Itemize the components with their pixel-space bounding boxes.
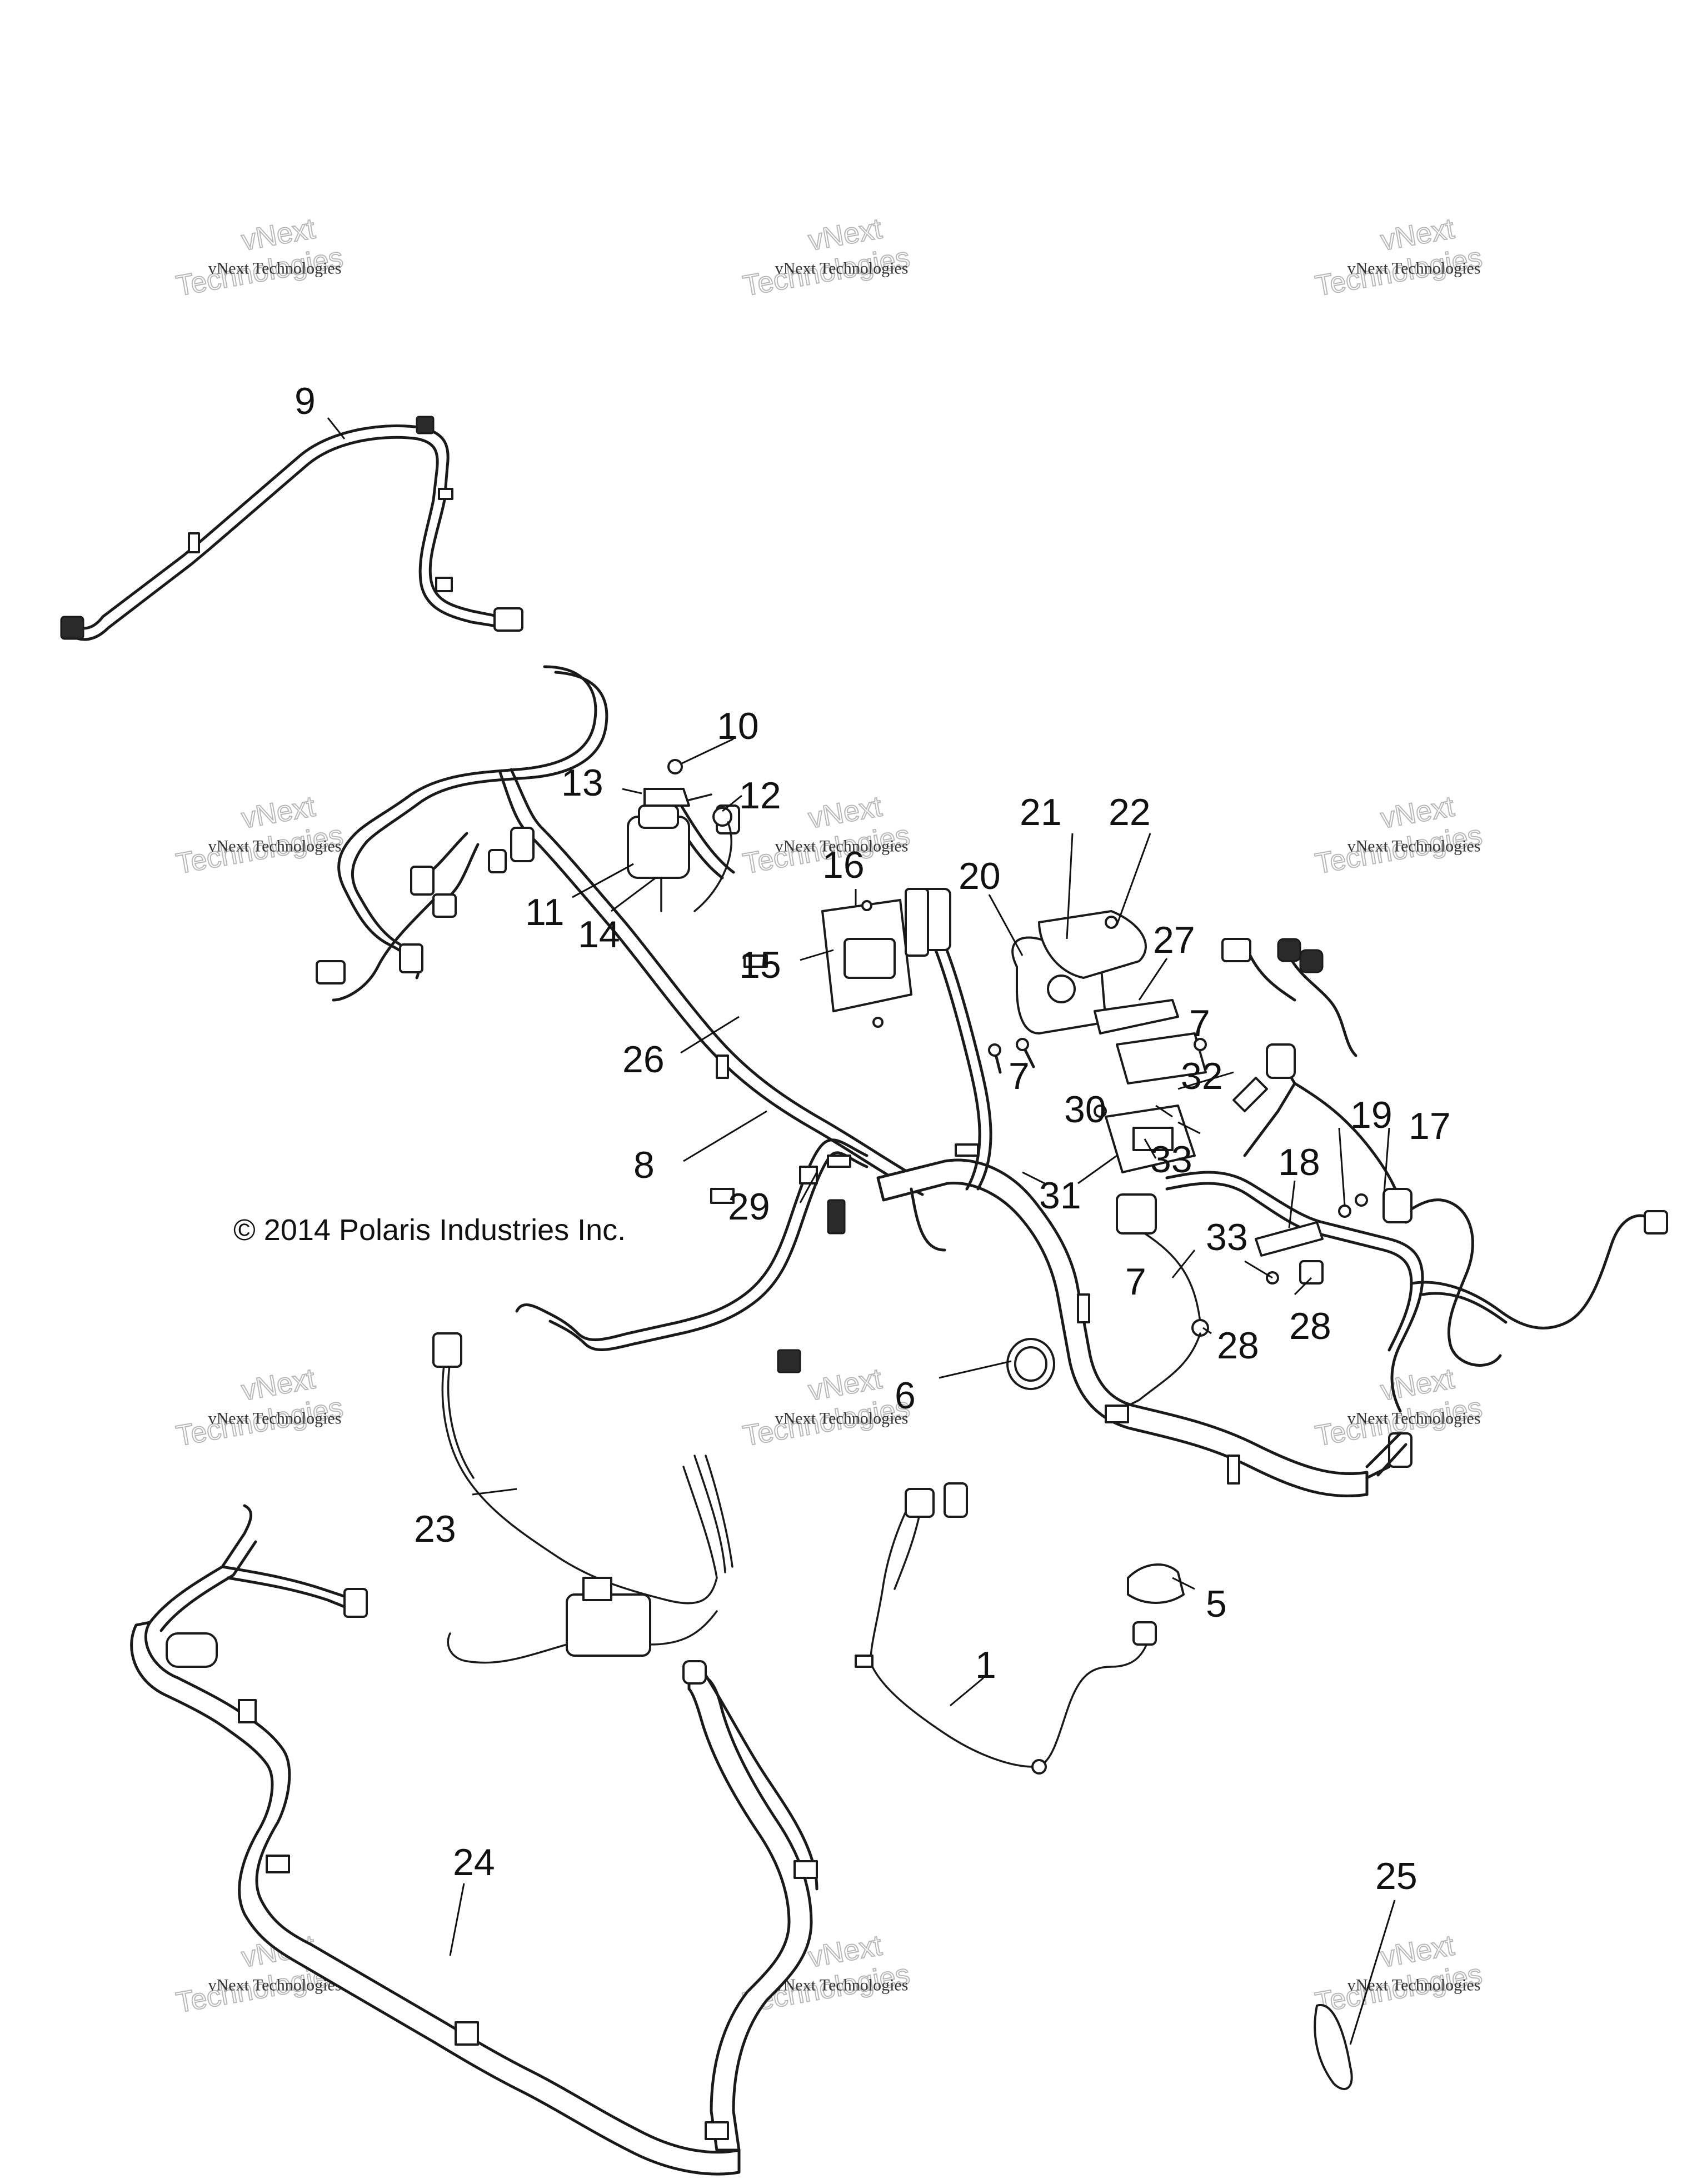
callout-13: 15 bbox=[739, 944, 781, 986]
svg-text:vNext Technologies: vNext Technologies bbox=[1347, 259, 1481, 278]
callout-14: 16 bbox=[822, 844, 865, 886]
components bbox=[627, 759, 1412, 2090]
callout-16: 18 bbox=[1278, 1141, 1320, 1183]
leader-lines bbox=[327, 417, 1396, 2045]
harness-21 bbox=[432, 1332, 733, 1664]
svg-text:vNext Technologies: vNext Technologies bbox=[775, 837, 909, 856]
callout-17: 19 bbox=[1350, 1094, 1392, 1136]
svg-text:vNext Technologies: vNext Technologies bbox=[208, 1410, 342, 1428]
harness-1 bbox=[855, 1482, 1157, 1775]
callout-28: 28 bbox=[1289, 1305, 1331, 1347]
svg-text:vNext Technologies: vNext Technologies bbox=[1347, 837, 1481, 856]
svg-text:vNext Technologies: vNext Technologies bbox=[1347, 1410, 1481, 1428]
callout-22: 24 bbox=[453, 1841, 495, 1883]
callout-27: 29 bbox=[728, 1186, 770, 1228]
callout-4: 9 bbox=[295, 380, 316, 422]
callout-32: 33 bbox=[1150, 1138, 1192, 1181]
copyright-notice: © 2014 Polaris Industries Inc. bbox=[233, 1213, 626, 1247]
svg-text:vNext Technologies: vNext Technologies bbox=[775, 1976, 909, 1995]
callout-5: 5 bbox=[1206, 1583, 1227, 1625]
callout-31: 32 bbox=[1181, 1055, 1223, 1097]
svg-text:vNext Technologies: vNext Technologies bbox=[208, 259, 342, 278]
callouts: 9 10 13 12 11 14 15 16 20 21 22 27 7 7 2… bbox=[295, 380, 1451, 1897]
svg-text:vNext Technologies: vNext Technologies bbox=[208, 1976, 342, 1995]
callout-8: 10 bbox=[717, 705, 759, 747]
callout-6: 6 bbox=[895, 1375, 916, 1417]
callout-18: 20 bbox=[959, 855, 1001, 897]
harness-22 bbox=[130, 1504, 818, 2176]
callout-23: 25 bbox=[1375, 1855, 1417, 1897]
callout-25: 27 bbox=[1153, 919, 1195, 961]
callout-2: 7 bbox=[1125, 1261, 1146, 1303]
svg-text:vNext Technologies: vNext Technologies bbox=[1347, 1976, 1481, 1995]
callout-26: 28 bbox=[1217, 1325, 1259, 1367]
callout-3: 8 bbox=[633, 1144, 655, 1186]
callout-7-b: 7 bbox=[1009, 1055, 1030, 1097]
callout-30: 31 bbox=[1039, 1175, 1081, 1217]
callout-20: 22 bbox=[1109, 791, 1151, 833]
harness-3 bbox=[316, 665, 1668, 1497]
callout-9: 11 bbox=[525, 891, 565, 933]
callout-19: 21 bbox=[1020, 791, 1062, 833]
callout-24: 26 bbox=[622, 1038, 665, 1081]
svg-text:vNext Technologies: vNext Technologies bbox=[775, 1410, 909, 1428]
callout-12: 14 bbox=[578, 913, 620, 956]
callout-21: 23 bbox=[414, 1508, 456, 1550]
svg-text:vNext Technologies: vNext Technologies bbox=[208, 837, 342, 856]
callout-11: 13 bbox=[561, 762, 603, 804]
callout-7-a: 7 bbox=[1189, 1002, 1210, 1044]
harness-4 bbox=[60, 416, 523, 641]
callout-1: 1 bbox=[975, 1644, 996, 1686]
callout-10: 12 bbox=[739, 774, 781, 817]
callout-15: 17 bbox=[1409, 1105, 1451, 1147]
svg-text:vNext Technologies: vNext Technologies bbox=[775, 259, 909, 278]
callout-33: 33 bbox=[1206, 1216, 1248, 1258]
callout-29: 30 bbox=[1064, 1088, 1106, 1131]
